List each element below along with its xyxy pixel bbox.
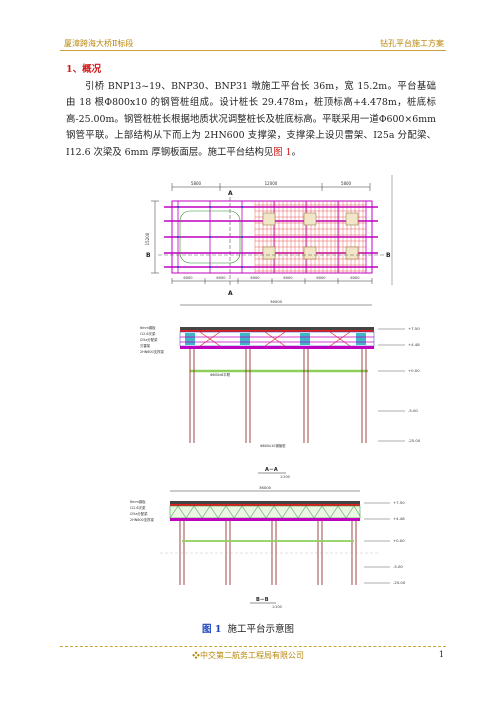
header-project-name: 厦漳跨海大桥Ⅱ标段 xyxy=(64,39,134,48)
elevation-bb-title: B－B xyxy=(256,597,269,603)
member-label-bracing-aa: Φ600x6平联 xyxy=(210,372,231,377)
member-label-secondary-bb: I12.6次梁 xyxy=(130,505,146,510)
elev-label-1: +7.50 xyxy=(408,326,420,331)
figure-caption-text: 施工平台示意图 xyxy=(227,624,294,635)
dim-bottom-1: 6000 xyxy=(183,276,193,280)
figure-reference: 图 1 xyxy=(273,146,292,158)
dim-bottom-6: 6000 xyxy=(350,276,360,280)
elevation-aa-title: A－A xyxy=(265,467,278,473)
elev-label-5: -25.00 xyxy=(408,438,421,443)
dim-bottom-2: 6000 xyxy=(216,276,226,280)
member-label-secondary-aa: I12.6次梁 xyxy=(140,331,156,336)
elevation-a-a: 36000 xyxy=(140,299,421,479)
platform-drawing: 5800 12000 5800 A 15200 xyxy=(130,175,421,609)
member-label-distribution-aa: I25a分配梁 xyxy=(140,337,158,342)
elevation-b-b: 36000 +7.50 +4.48 +0.00 -5.00 xyxy=(130,485,406,609)
footer-company-name: 中交第二航务工程局有限公司 xyxy=(200,651,304,660)
elev-label-bb-5: -25.00 xyxy=(393,580,406,585)
figure-caption: 图 1 施工平台示意图 xyxy=(0,621,496,635)
member-label-support-aa: 2HN600支撑梁 xyxy=(140,349,164,354)
section-marker-b-right: B xyxy=(386,252,391,259)
elev-label-bb-3: +0.00 xyxy=(393,538,405,543)
member-label-bailey-aa: 贝雷架 xyxy=(140,343,151,348)
elev-label-4: -5.00 xyxy=(408,408,418,413)
header-rule xyxy=(60,50,446,51)
dim-top-1: 5800 xyxy=(191,181,202,186)
page-number: 1 xyxy=(438,650,444,659)
paragraph-text: 引桥 BNP13~19、BNP30、BNP31 墩施工平台长 36m，宽 15.… xyxy=(66,81,436,158)
elev-label-bb-4: -5.00 xyxy=(393,564,403,569)
plan-view: 5800 12000 5800 A 15200 xyxy=(145,175,393,297)
header-document-title: 钻孔平台施工方案 xyxy=(380,39,444,48)
paragraph-end: 。 xyxy=(291,146,301,158)
elev-label-2: +4.48 xyxy=(408,342,420,347)
dim-bottom-3: 6000 xyxy=(250,276,260,280)
overview-paragraph: 引桥 BNP13~19、BNP30、BNP31 墩施工平台长 36m，宽 15.… xyxy=(66,79,436,161)
section-marker-a-bottom: A xyxy=(228,290,233,297)
dim-bottom-4: 6000 xyxy=(283,276,293,280)
dim-total-length-aa: 36000 xyxy=(270,299,283,304)
figure-caption-label: 图 1 xyxy=(202,624,222,635)
section-marker-a-top: A xyxy=(228,190,233,197)
elevation-aa-scale: 1:200 xyxy=(280,475,290,479)
section-marker-b-left: B xyxy=(146,252,151,259)
member-label-plate-aa: 6mm钢板 xyxy=(140,325,156,330)
dim-width: 15200 xyxy=(145,232,150,245)
footer-rule xyxy=(60,646,446,647)
footer-company: ❖中交第二航务工程局有限公司 xyxy=(192,651,304,660)
elev-label-bb-1: +7.50 xyxy=(393,500,405,505)
dim-top-3: 5800 xyxy=(341,181,352,186)
elev-label-bb-2: +4.48 xyxy=(393,516,405,521)
member-label-pile-aa: Φ800x10钢管桩 xyxy=(260,443,286,448)
elev-label-3: +0.00 xyxy=(408,368,420,373)
dim-total-length-bb: 36000 xyxy=(259,485,272,490)
elevation-bb-scale: 1:200 xyxy=(272,605,282,609)
member-label-plate-bb: 6mm钢板 xyxy=(130,499,146,504)
section-title: 1、概况 xyxy=(66,64,102,75)
dim-top-2: 12000 xyxy=(265,181,278,186)
member-label-support-bb: 2HN600支撑梁 xyxy=(130,517,154,522)
member-label-distribution-bb: I25a分配梁 xyxy=(130,511,148,516)
dim-bottom-5: 6000 xyxy=(316,276,326,280)
